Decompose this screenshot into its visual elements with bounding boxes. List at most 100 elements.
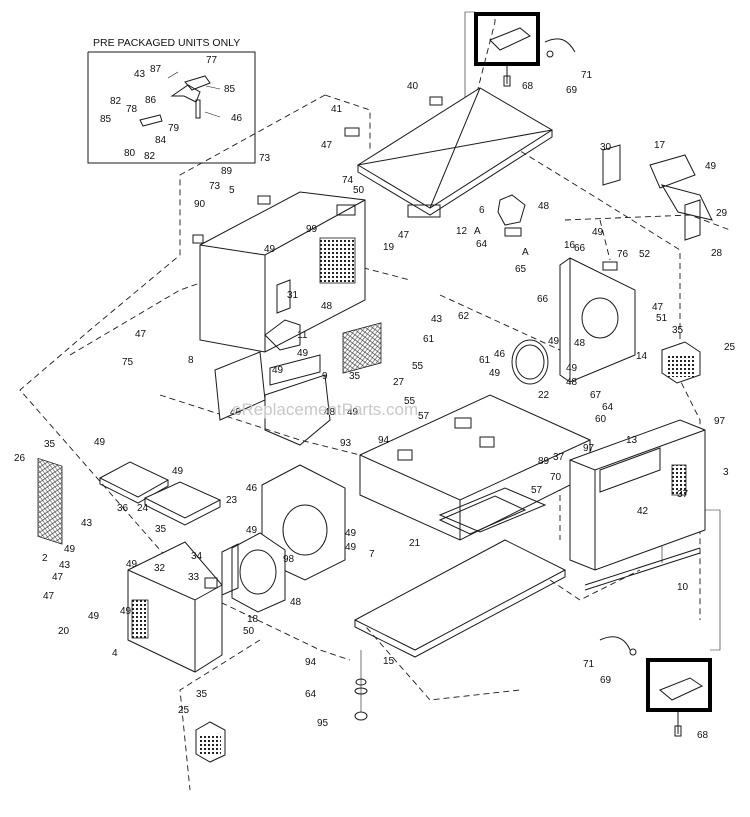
callout-75: 76 — [617, 249, 629, 260]
callout-67: 67 — [590, 390, 602, 401]
callout-43b: 43 — [59, 560, 71, 571]
callout-26: 26 — [14, 453, 26, 464]
callout-49-fl2: 49 — [88, 611, 100, 622]
callout-3: 3 — [723, 467, 729, 478]
callout-12: 12 — [456, 226, 468, 237]
callout-54: 51 — [656, 313, 668, 324]
callout-96: A — [522, 247, 529, 258]
callout-51-fr2: 49 — [345, 542, 357, 553]
callout-11: 11 — [297, 330, 308, 341]
callout-68: 68 — [522, 81, 534, 92]
callout-labels: 77 87 43 85 86 82 78 85 46 79 84 80 82 4… — [14, 55, 736, 741]
callout-49-cr: 49 — [548, 336, 560, 347]
callout-39: 37 — [677, 489, 689, 500]
roof-panel — [344, 87, 553, 218]
callout-19: 19 — [383, 242, 395, 253]
callout-71-b: 71 — [583, 659, 595, 670]
callout-23: 23 — [226, 495, 238, 506]
callout-84: 86 — [145, 95, 157, 106]
callout-49-r: 49 — [592, 227, 604, 238]
callout-78: 79 — [168, 123, 180, 134]
callout-43: 43 — [81, 518, 93, 529]
callout-6: 6 — [479, 205, 485, 216]
callout-41: 41 — [331, 104, 343, 115]
callout-50-cr: 48 — [574, 338, 586, 349]
callout-32: 32 — [154, 563, 166, 574]
callout-63-r: 64 — [602, 402, 614, 413]
callout-51-c: 49 — [272, 365, 284, 376]
front-right-cabinet — [569, 419, 706, 591]
callout-46-l: 47 — [135, 329, 147, 340]
callout-91-b: 94 — [305, 657, 317, 668]
callout-62: 61 — [423, 334, 435, 345]
callout-47-fl: 47 — [43, 591, 55, 602]
callout-68-b: 68 — [697, 730, 709, 741]
callout-94: 98 — [283, 554, 295, 565]
callout-51-fl: 49 — [246, 525, 258, 536]
callout-50-cr2: 48 — [566, 377, 578, 388]
callout-48-c: 46 — [494, 349, 506, 360]
callout-10: 10 — [677, 582, 689, 593]
callout-49-l: 49 — [230, 407, 242, 418]
callout-51-fl3: 49 — [120, 606, 132, 617]
callout-64: 65 — [515, 264, 527, 275]
callout-35-r: 35 — [672, 325, 684, 336]
circuit-boards — [98, 461, 222, 526]
callout-47: 47 — [398, 230, 410, 241]
callout-77: 78 — [126, 104, 138, 115]
callout-70: 70 — [550, 472, 562, 483]
callout-31: 31 — [287, 290, 299, 301]
callout-63: 64 — [476, 239, 488, 250]
callout-76: 77 — [206, 55, 218, 66]
cooler-ring — [511, 339, 549, 385]
callout-9: 9 — [322, 371, 328, 382]
callout-71: 71 — [581, 70, 593, 81]
callout-59: 60 — [595, 414, 607, 425]
prepackaged-inset: PRE PACKAGED UNITS ONLY — [87, 37, 256, 164]
callout-14: 14 — [636, 351, 648, 362]
callout-48: 46 — [231, 113, 243, 124]
callout-73: 74 — [342, 175, 354, 186]
callout-60: 62 — [458, 311, 470, 322]
callout-35-b: 35 — [196, 689, 208, 700]
callout-15: 15 — [383, 656, 395, 667]
callout-38: 37 — [553, 452, 565, 463]
callout-50-cl: 48 — [324, 407, 336, 418]
callout-66: 66 — [574, 243, 586, 254]
mesh-screen — [342, 322, 382, 374]
inset-title: PRE PACKAGED UNITS ONLY — [93, 37, 240, 49]
callout-35-c: 35 — [349, 371, 361, 382]
callout-30: 30 — [600, 142, 612, 153]
callout-29: 29 — [716, 208, 728, 219]
callout-20: 20 — [58, 626, 70, 637]
rear-grille — [661, 341, 701, 384]
callout-55: 52 — [639, 249, 651, 260]
callout-8: 8 — [188, 355, 194, 366]
callout-91: A — [474, 226, 481, 237]
callout-17: 17 — [654, 140, 666, 151]
top-detail-box — [474, 12, 576, 87]
callout-16: 16 — [564, 240, 576, 251]
left-front-cabinet — [127, 541, 223, 673]
callout-28: 28 — [711, 248, 723, 259]
callout-42: 42 — [637, 506, 649, 517]
callout-51-r: 49 — [705, 161, 717, 172]
watermark: eReplacementParts.com — [232, 400, 418, 419]
callout-49-cl: 49 — [347, 407, 359, 418]
right-side-panel — [559, 257, 636, 383]
callout-80b: 82 — [144, 151, 156, 162]
callout-69: 69 — [566, 85, 578, 96]
callout-58-r: 57 — [531, 485, 543, 496]
callout-49-c: 49 — [297, 348, 309, 359]
callout-72: 73 — [259, 153, 271, 164]
callout-7: 7 — [369, 549, 375, 560]
callout-33: 33 — [188, 572, 200, 583]
callout-69-b: 69 — [600, 675, 612, 686]
callout-63-b: 64 — [305, 689, 317, 700]
left-upper-panel — [192, 191, 366, 353]
callout-65: 66 — [537, 294, 549, 305]
callout-49-cr2: 49 — [566, 363, 578, 374]
callout-4: 4 — [112, 648, 118, 659]
callout-79: 80 — [124, 148, 136, 159]
callout-44-c: 43 — [431, 314, 443, 325]
